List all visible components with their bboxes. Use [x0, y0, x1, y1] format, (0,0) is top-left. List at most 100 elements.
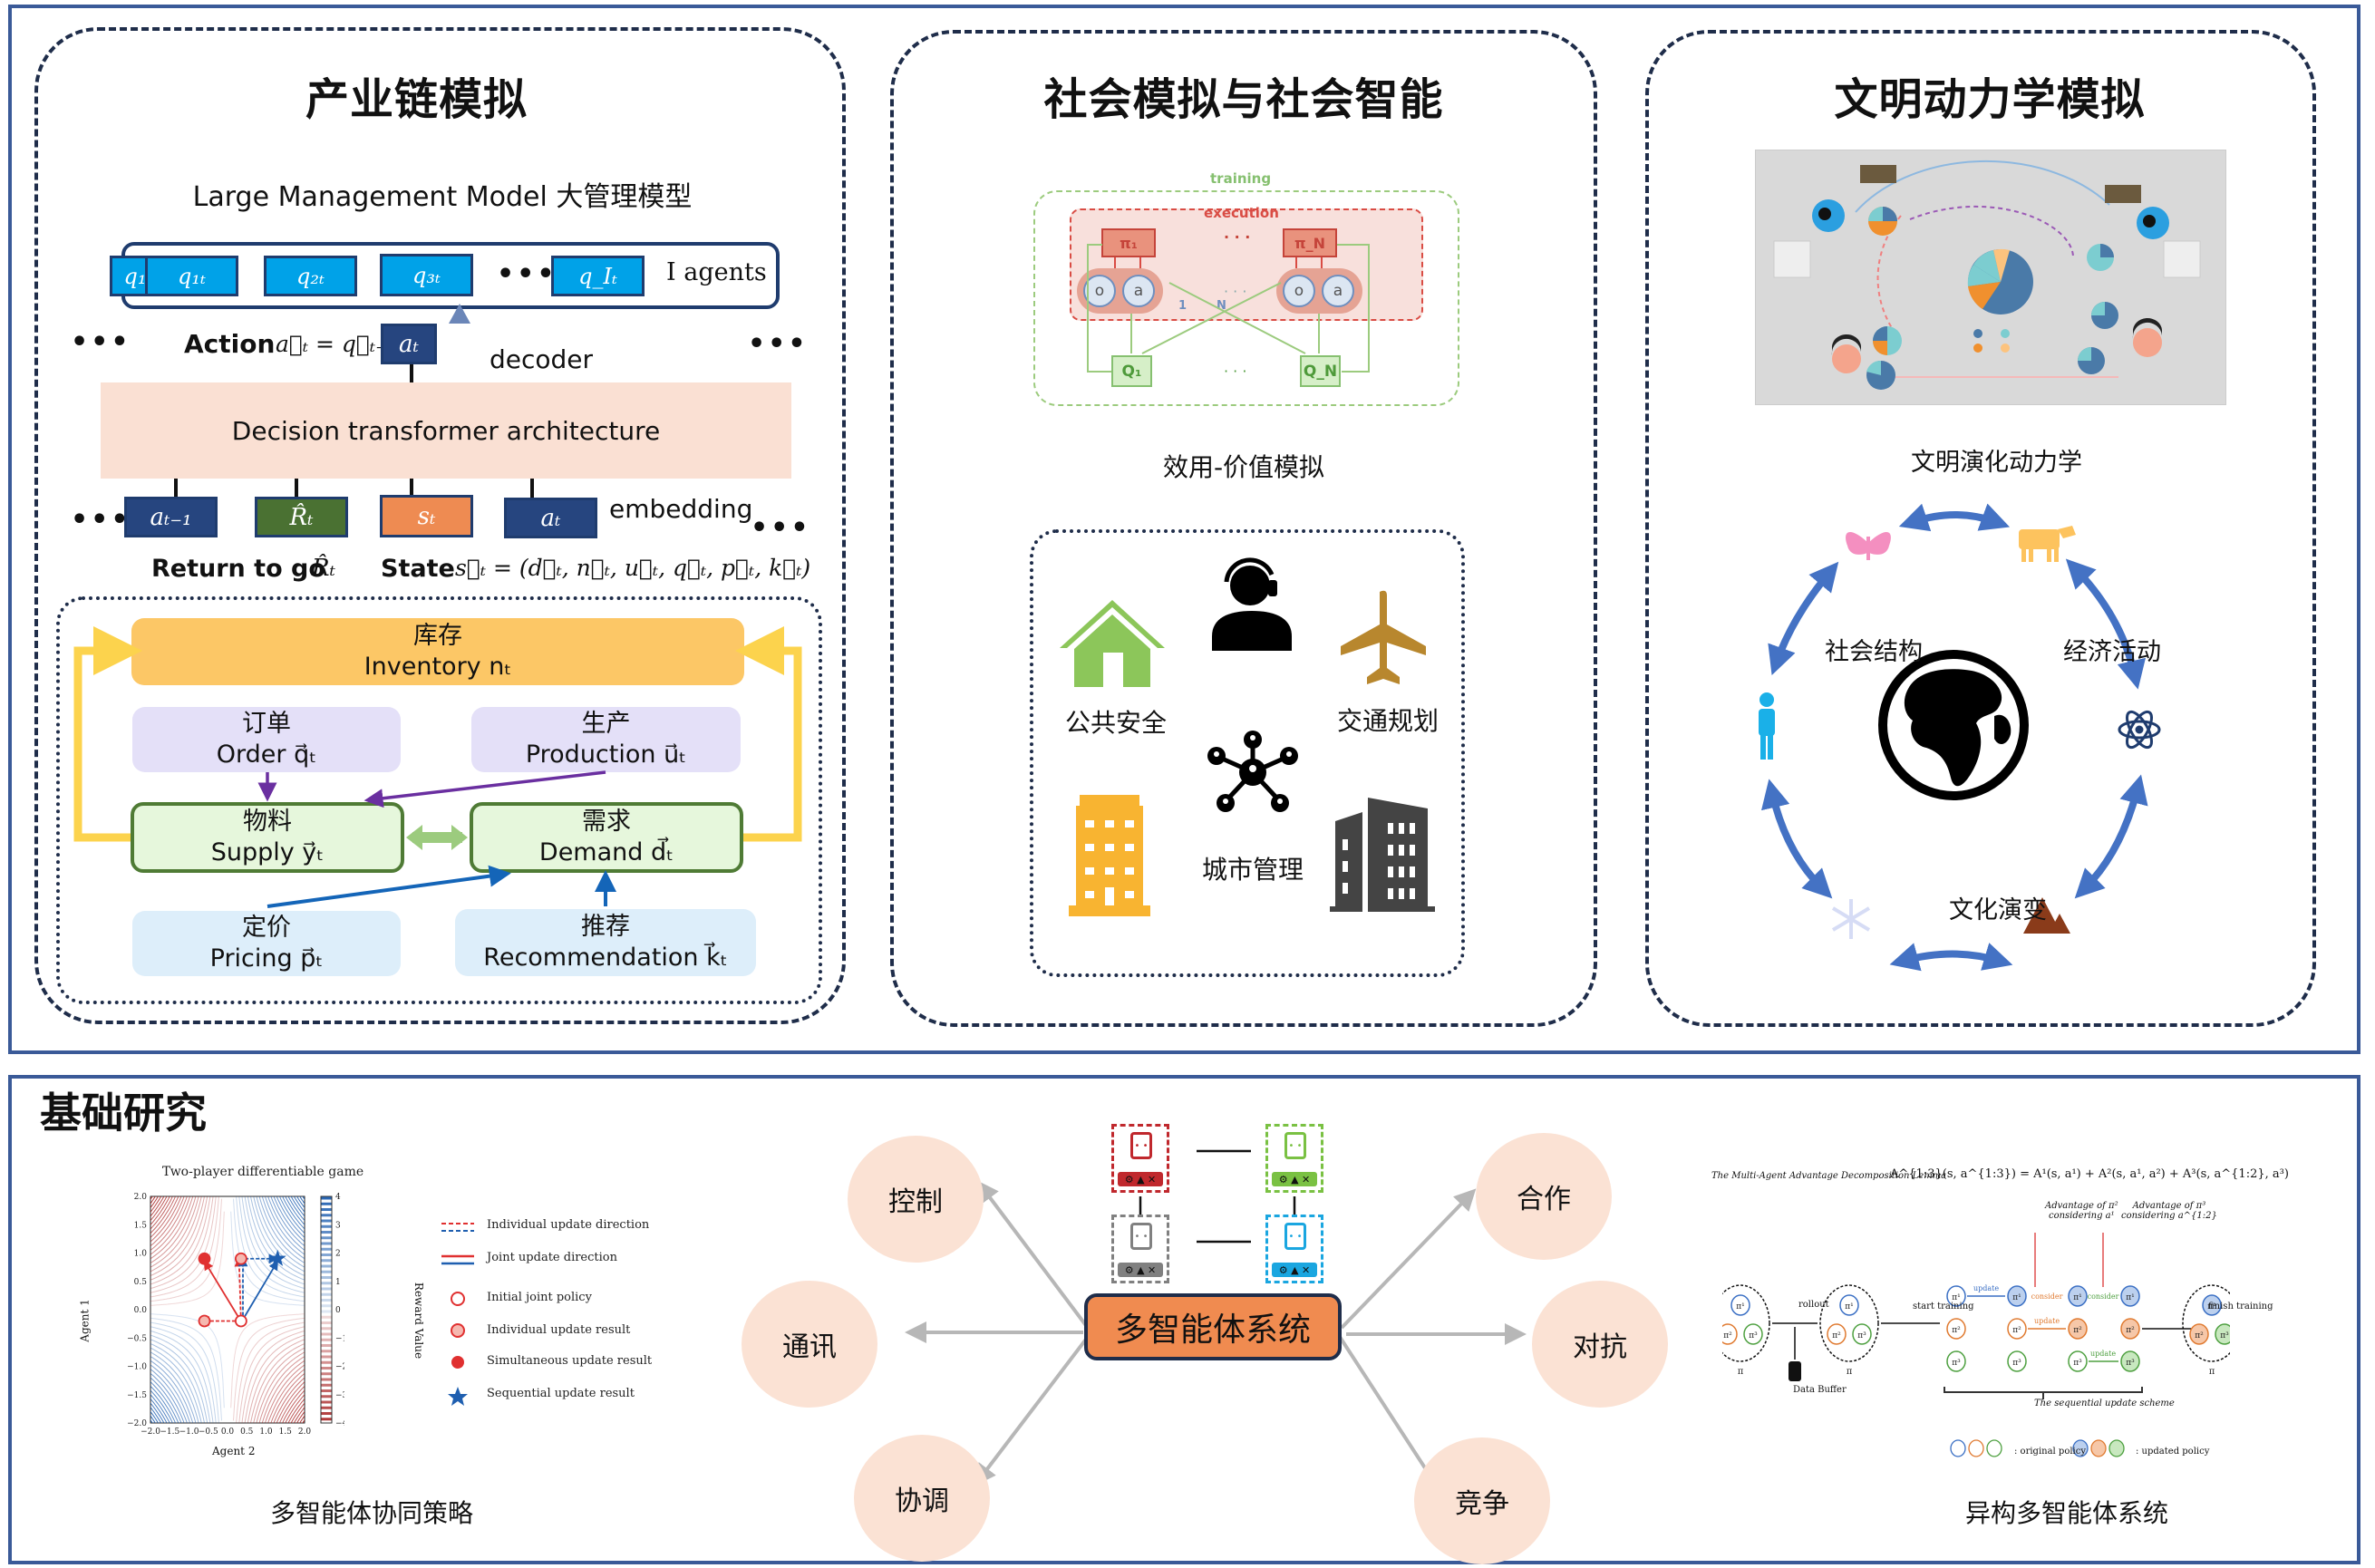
contour-line [150, 1196, 305, 1423]
policy-circle [2215, 1323, 2230, 1345]
policy-circle [1852, 1323, 1872, 1345]
legend-simultaneous-result: Simultaneous update result [487, 1354, 653, 1368]
connector-line [530, 479, 534, 504]
civilization-cycle [1759, 503, 2161, 972]
arrow-to-cooperation [1340, 1188, 1477, 1330]
pricing-cn: 定价 [242, 914, 291, 943]
contour-line [150, 1196, 305, 1423]
note-line: Advantage of π³ [2132, 1201, 2206, 1211]
contour-line [150, 1196, 305, 1423]
inventory-en: Inventory nₜ [364, 653, 512, 681]
production-box: 生产 Production u⃗ₜ [471, 707, 741, 772]
policy-circle [1827, 1323, 1847, 1345]
x-tick-label: 1.5 [279, 1428, 293, 1437]
legend-joint-direction: Joint update direction [487, 1251, 617, 1264]
y-tick-label: 0.0 [134, 1306, 148, 1315]
policy-symbol: π³ [1952, 1359, 1961, 1368]
x-axis-label: Agent 2 [212, 1445, 256, 1457]
update-arrow [234, 1256, 245, 1321]
sequential-policy-circle [2007, 1285, 2027, 1307]
legend-individual-direction: Individual update direction [487, 1218, 650, 1232]
policy-symbol: π³ [2073, 1359, 2082, 1368]
contour-line [150, 1196, 305, 1423]
legend-policy-circle [2090, 1439, 2107, 1457]
node-coordination: 协调 [854, 1435, 990, 1562]
application-label: 交通规划 [1337, 706, 1440, 736]
embedding-label: embedding [609, 494, 753, 524]
arrow-to-competition [1338, 1335, 1440, 1492]
sequential-policy-circle [2007, 1318, 2027, 1340]
feedback-arrow-left [73, 626, 142, 842]
sequential-policy-circle [2007, 1350, 2027, 1372]
policy-point [198, 1252, 211, 1265]
policy-symbol: π¹ [1845, 1302, 1854, 1312]
start-training-label: start training [1913, 1302, 1974, 1312]
agents-ellipsis: ••• [497, 258, 557, 290]
contour-line [150, 1196, 305, 1423]
applied-research-frame [8, 5, 2360, 1054]
policy-symbol: π¹ [2207, 1302, 2216, 1312]
y-tick-label: −2.0 [127, 1419, 147, 1428]
policy-symbol: π² [2126, 1326, 2135, 1335]
decoder-token: aₜ [381, 324, 437, 364]
policy-1-label: π₁ [1120, 234, 1138, 252]
inventory-cn: 库存 [413, 622, 462, 651]
sequential-policy-circle [2068, 1285, 2088, 1307]
contour-line [150, 1196, 305, 1423]
joint-policy-symbol: π [1847, 1367, 1853, 1377]
contour-line [150, 1211, 305, 1408]
contour-line [150, 1196, 305, 1423]
industry-chain-title: 产业链模拟 [305, 74, 528, 125]
agent-1-index: 1 [1178, 299, 1188, 313]
updated-policy-circle [2120, 1350, 2140, 1372]
production-cn: 生产 [581, 710, 631, 739]
consider-label: consider [2088, 1292, 2119, 1301]
colorbar [320, 1195, 333, 1424]
embedding-token-action: aₜ [504, 498, 597, 538]
legend-policy-circle [1986, 1439, 2002, 1457]
decoder-label: decoder [490, 344, 594, 374]
y-tick-label: 0.5 [134, 1278, 148, 1287]
robot-links [1139, 1149, 1296, 1244]
policy-symbol: π³ [2126, 1359, 2135, 1368]
pie-chart-icon [2087, 244, 2114, 271]
globe-icon [1878, 650, 2029, 800]
policy-symbol: π¹ [1952, 1293, 1961, 1302]
policy-symbol: π³ [1749, 1331, 1758, 1341]
colorbar-tick-label: −3 [335, 1391, 344, 1400]
cycle-arrow [1768, 561, 1839, 676]
update-arrow [203, 1260, 240, 1319]
rollout-label: rollout [1798, 1300, 1829, 1310]
cycle-arrow [1889, 943, 2013, 972]
policy-1-box: π₁ [1101, 228, 1156, 257]
hetero-mas-caption: 异构多智能体系统 [1964, 1498, 2168, 1528]
policy-symbol: π¹ [2073, 1293, 2082, 1302]
connector-line [295, 479, 298, 504]
consider-label: consider [2031, 1292, 2063, 1301]
x-tick-label: 0.0 [221, 1428, 235, 1437]
supply-chain-arrows [73, 626, 802, 908]
contour-line [150, 1198, 305, 1421]
node-control: 控制 [848, 1136, 984, 1263]
node-competition: 竞争 [1414, 1437, 1550, 1564]
basic-research-title: 基础研究 [40, 1089, 207, 1137]
y-tick-label: 1.0 [134, 1250, 148, 1259]
robot-agent-blue: • • ⚙ ▲ ✕ [1265, 1215, 1323, 1283]
sequential-policy-circle [2068, 1318, 2088, 1340]
critic-N-label: Q_N [1303, 362, 1338, 381]
arrow-to-control [976, 1180, 1090, 1330]
feedback-arrow-right [735, 626, 802, 842]
x-tick-label: −0.5 [199, 1428, 218, 1437]
production-to-supply-arrow [364, 770, 606, 808]
cow-icon [2019, 526, 2076, 562]
office-towers-icon [1330, 798, 1435, 912]
policy-symbol: π³ [2220, 1331, 2229, 1341]
node-confrontation: 对抗 [1532, 1281, 1668, 1408]
sequential-result-star [268, 1249, 286, 1266]
y-axis-label: Agent 1 [78, 1299, 92, 1342]
civilization-figure [1755, 150, 2226, 405]
contour-line [150, 1196, 305, 1423]
policy-circle [1730, 1294, 1750, 1316]
joint-policy-group-rollout [1819, 1284, 1879, 1362]
